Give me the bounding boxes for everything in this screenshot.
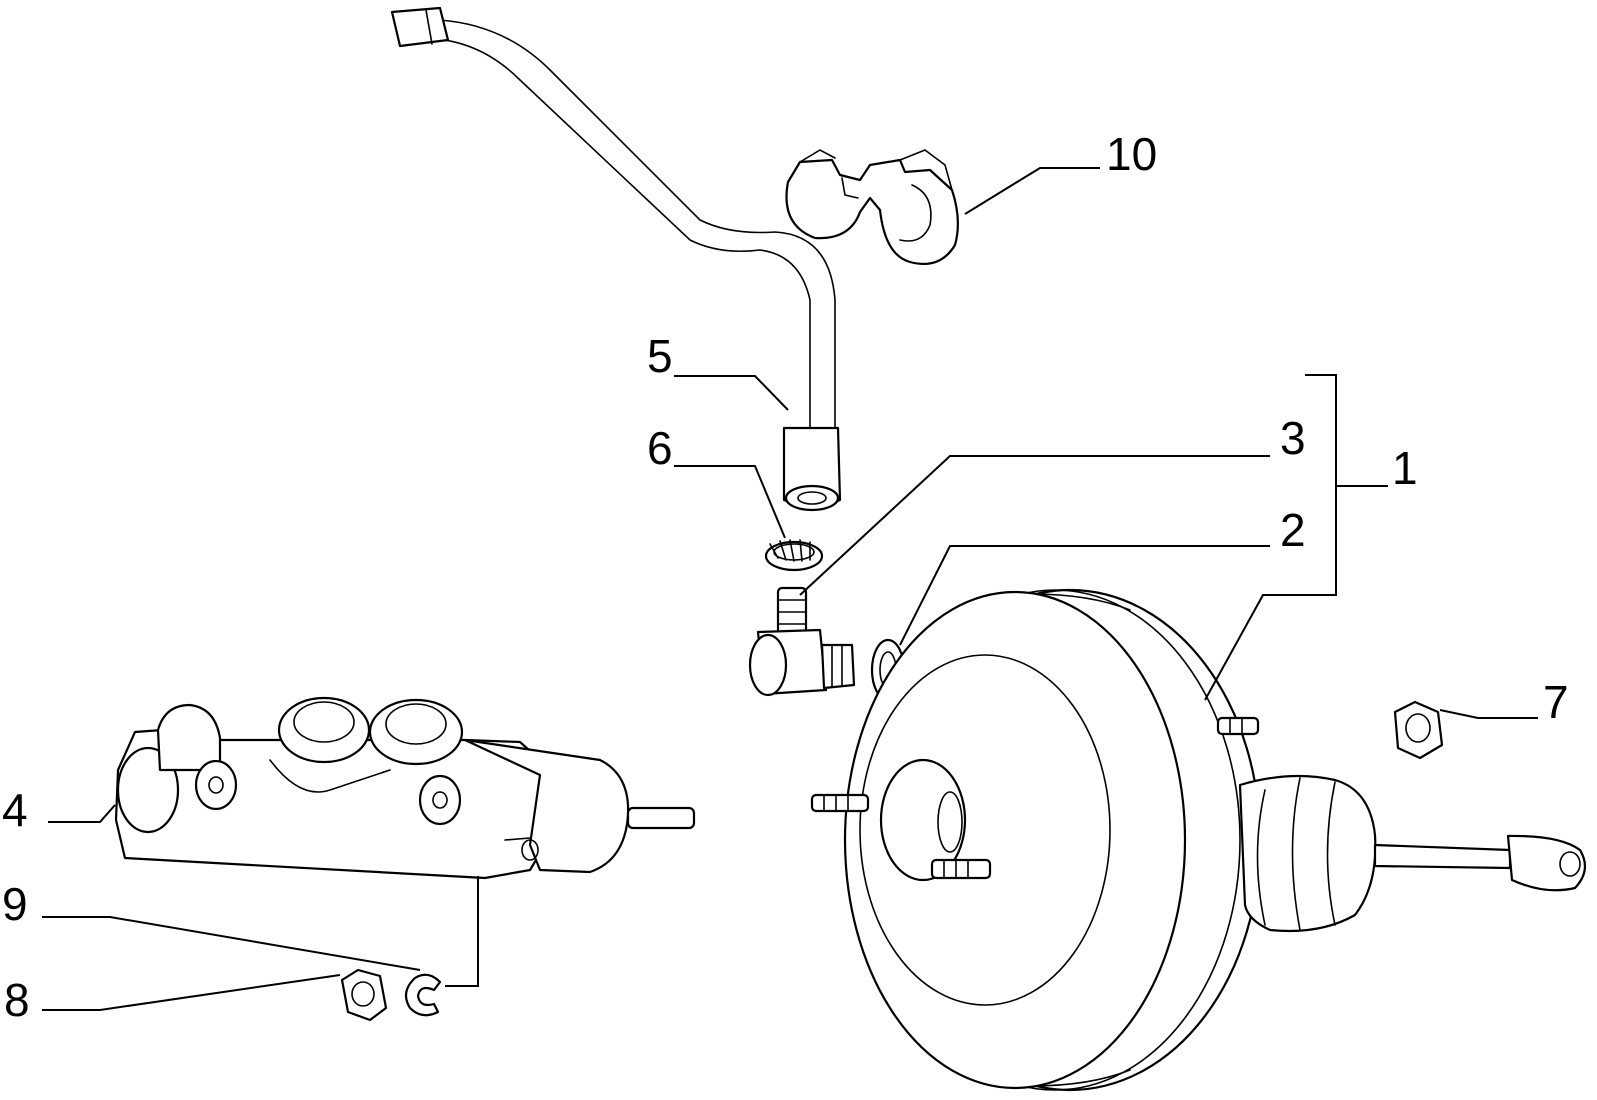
- callout-1: 1: [1392, 442, 1418, 494]
- vacuum-hose: [390, 6, 842, 512]
- hose-clamp: [764, 539, 824, 572]
- callout-3: 3: [1280, 412, 1306, 464]
- callout-8: 8: [4, 974, 30, 1026]
- servo-stud: [810, 793, 870, 813]
- callout-10: 10: [1106, 128, 1157, 180]
- nut: [1393, 700, 1444, 760]
- brake-servo: [810, 588, 1587, 1092]
- callout-labels: 1 2 3 4 5 6 7 8 9 10: [2, 128, 1569, 1026]
- hose-bracket: [785, 149, 959, 266]
- retaining-clip: [404, 973, 442, 1017]
- callout-9: 9: [2, 878, 28, 930]
- callout-2: 2: [1280, 504, 1306, 556]
- vacuum-union: [748, 586, 856, 697]
- leader-lines: [42, 167, 1538, 1011]
- servo-stud: [930, 858, 992, 880]
- callout-5: 5: [647, 330, 673, 382]
- servo-stud: [1216, 716, 1260, 736]
- callout-4: 4: [2, 784, 28, 836]
- callout-6: 6: [647, 422, 673, 474]
- master-cylinder: [114, 696, 696, 880]
- callout-7: 7: [1543, 676, 1569, 728]
- nut: [340, 968, 388, 1022]
